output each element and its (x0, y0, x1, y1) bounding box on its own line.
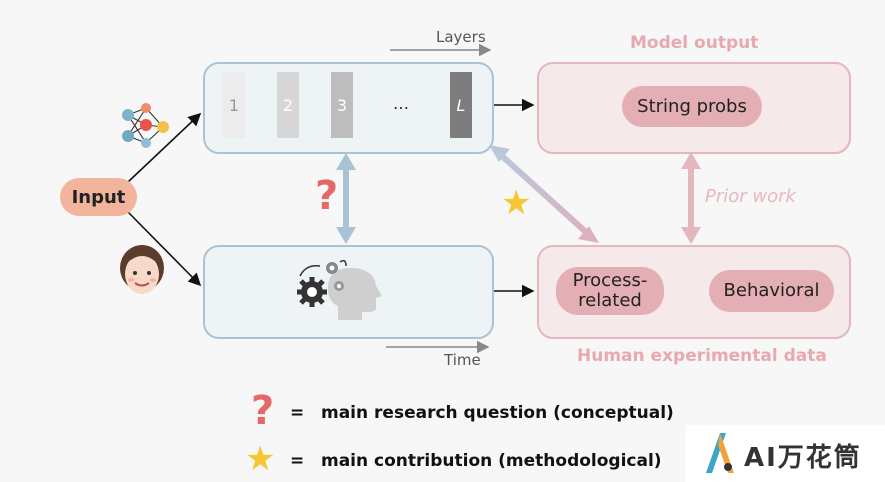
layer-1: 1 (223, 72, 245, 138)
arrow-input-to-brain (127, 211, 202, 287)
contribution-double-arrow (489, 145, 599, 243)
layer-ellipsis: … (393, 94, 409, 113)
legend-star-eq: = (290, 451, 305, 471)
prior-work-label: Prior work (705, 186, 796, 207)
legend-question-icon: ? (251, 388, 275, 434)
layer-3: 3 (331, 72, 353, 138)
time-label: Time (444, 351, 481, 369)
string-probs-pill: String probs (622, 86, 762, 127)
layer-L: L (450, 72, 472, 138)
prior-work-double-arrow (681, 152, 701, 244)
legend-question-text: main research question (conceptual) (321, 403, 674, 423)
behavioral-pill: Behavioral (709, 270, 834, 312)
star-icon: ★ (501, 183, 532, 223)
watermark-a-icon (706, 433, 734, 473)
legend-question-eq: = (290, 403, 305, 423)
layer-2: 2 (277, 72, 299, 138)
human-processing-box (203, 245, 494, 339)
process-related-pill: Process- related (556, 267, 664, 315)
watermark-text: AI万花筒 (744, 443, 862, 473)
neural-network-icon (122, 103, 169, 148)
question-double-arrow (336, 153, 356, 244)
model-output-title: Model output (630, 33, 759, 53)
watermark-logo: AI万花筒 (686, 425, 885, 482)
arrow-input-to-model (127, 112, 202, 183)
head-gears-icon (297, 259, 382, 320)
human-data-title: Human experimental data (577, 346, 827, 366)
layers-label: Layers (436, 28, 486, 46)
legend-star-text: main contribution (methodological) (321, 451, 662, 471)
input-pill: Input (60, 178, 137, 216)
legend-star-icon: ★ (245, 439, 276, 479)
question-mark-icon: ? (315, 173, 339, 219)
person-face-icon (120, 245, 164, 294)
